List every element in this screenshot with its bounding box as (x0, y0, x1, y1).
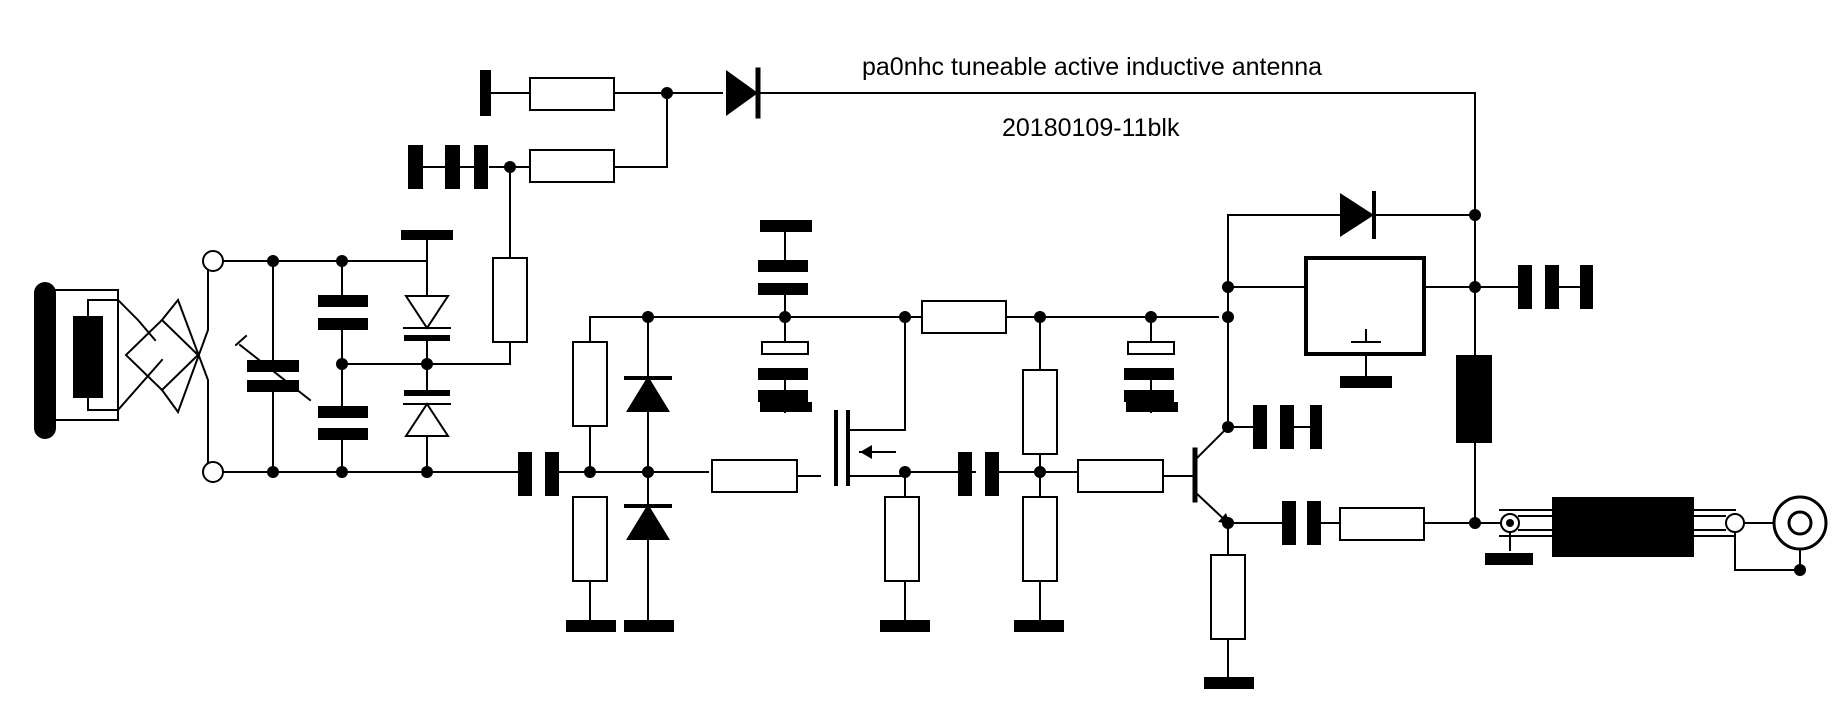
resistor-top-2 (529, 149, 615, 183)
input-tuning-network (222, 230, 519, 473)
input-protection (518, 316, 1219, 632)
bias-rail-bypass (758, 220, 812, 413)
resistor-base (1077, 459, 1164, 493)
resistor-source (884, 496, 920, 582)
resistor-vertical-bias (492, 257, 528, 343)
capacitor-coupling-2 (958, 452, 972, 496)
capacitor-collector (1253, 405, 1267, 449)
resistor-r-base-top (1022, 369, 1058, 455)
bypass-capacitor-2 (1124, 316, 1178, 413)
resistor-drain (921, 300, 1007, 334)
junction-dots (267, 87, 1806, 576)
trimmer-capacitor (247, 360, 299, 372)
capacitor-bypass-1 (758, 260, 808, 272)
diode-top (726, 70, 758, 116)
supply-section (1227, 191, 1593, 524)
schematic-title: pa0nhc tuneable active inductive antenna (862, 53, 1322, 81)
varicap-diode-1 (404, 295, 450, 330)
choke-supply (1456, 355, 1492, 443)
output-section (1474, 495, 1828, 571)
diode-clamp-1 (626, 376, 670, 412)
capacitor-coupling-1 (518, 452, 532, 496)
capacitor-supply (1518, 265, 1532, 309)
capacitor-c1 (318, 295, 368, 307)
resistor-gate (711, 459, 798, 493)
varicap-diode-2 (404, 402, 450, 437)
top-bias-chain (342, 67, 1476, 365)
diode-clamp-2 (626, 504, 670, 540)
jfet-stage (711, 300, 1071, 632)
resistor-output (1339, 507, 1425, 541)
resistor-top-1 (529, 77, 615, 111)
schematic-subtitle: 20180109-11blk (1002, 114, 1180, 142)
diode-supply (1340, 193, 1374, 237)
bipolar-stage (1014, 316, 1476, 689)
terminal-bottom (202, 461, 224, 483)
terminal-top (202, 250, 224, 272)
resistor-r2 (572, 496, 608, 582)
capacitor-top-left (408, 145, 423, 189)
resistor-r1 (572, 341, 608, 427)
loop-antenna (34, 250, 224, 483)
output-balun-core (1552, 497, 1694, 557)
capacitor-output (1282, 501, 1296, 545)
resistor-r-base-bottom (1022, 496, 1058, 582)
ground-varicap-top (401, 230, 453, 240)
capacitor-c2 (318, 406, 368, 418)
resistor-emitter (1210, 554, 1246, 640)
